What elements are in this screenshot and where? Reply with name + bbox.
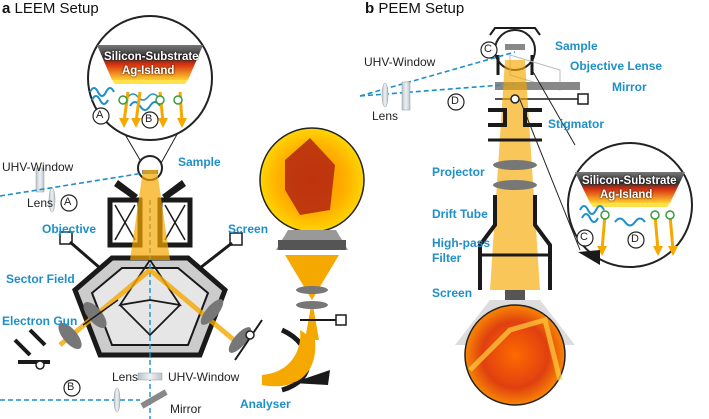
- lens-label: Lens: [27, 196, 54, 210]
- screen-label: Screen: [432, 286, 473, 300]
- uhv-window-icon: [137, 372, 163, 381]
- lens-icon: [381, 82, 389, 108]
- electron-gun-icon: [13, 231, 119, 364]
- leem-inset-circle: [87, 15, 213, 141]
- marker-d-label: D: [631, 233, 639, 245]
- sector-field-icon: [72, 200, 228, 419]
- sample-label: Sample: [178, 155, 221, 169]
- inset-island-label: Ag-Island: [600, 189, 653, 201]
- uhv-window-icon: [401, 81, 411, 111]
- stigmator-label: Stigmator: [548, 117, 605, 131]
- peem-title: PEEM Setup: [378, 0, 465, 17]
- sample-icon: [505, 44, 525, 50]
- uhv-window-label: UHV-Window: [2, 160, 74, 174]
- marker-a-circle: [60, 194, 78, 212]
- gun-source: [35, 360, 45, 370]
- mirror-label: Mirror: [170, 402, 202, 416]
- marker-c-circle: [480, 41, 498, 59]
- marker-a-label: A: [96, 109, 104, 121]
- panel-letter-a: a: [2, 0, 11, 17]
- objective-lense-label: Objective Lense: [570, 59, 663, 73]
- mirror-icon: [495, 82, 580, 90]
- leem-title: LEEM Setup: [14, 0, 99, 17]
- uhv-window-icon: [35, 167, 45, 193]
- inset-substrate-label: Silicon-Substrate: [582, 175, 677, 187]
- peem-column: [455, 60, 575, 406]
- mirror-label: Mirror: [612, 80, 647, 94]
- mirror-icon: [140, 389, 168, 409]
- zoom-connector: [531, 69, 576, 146]
- zoom-connector: [519, 99, 581, 251]
- screen-column: [259, 127, 365, 393]
- electron-gun-label: Electron Gun: [2, 314, 78, 328]
- leem-diagram: [0, 15, 365, 419]
- inset-substrate-label: Silicon-Substrate: [104, 51, 199, 63]
- marker-b-circle: [63, 379, 81, 397]
- lens-icon: [113, 387, 121, 413]
- uhv-window-label: UHV-Window: [168, 370, 240, 384]
- objective-label: Objective: [42, 222, 97, 236]
- sector-field-label: Sector Field: [6, 272, 75, 286]
- marker-b-label: B: [145, 113, 153, 125]
- marker-a-label: A: [64, 196, 72, 208]
- lens-label: Lens: [372, 109, 399, 123]
- inset-island-label: Ag-Island: [122, 65, 175, 77]
- marker-c-label: C: [580, 231, 588, 243]
- analyser-optics: [199, 232, 263, 361]
- filter-label: Filter: [432, 251, 462, 265]
- sample-label: Sample: [555, 39, 598, 53]
- screen-label: Screen: [228, 222, 269, 236]
- projector-label: Projector: [432, 165, 485, 179]
- objective-lense-icon: [496, 55, 534, 75]
- analyser-label: Analyser: [240, 397, 291, 411]
- drift-tube-label: Drift Tube: [432, 207, 488, 221]
- laser-path: [0, 171, 151, 197]
- marker-c-label: C: [484, 43, 492, 55]
- peem-inset-circle: [567, 142, 693, 268]
- uhv-window-label: UHV-Window: [364, 55, 436, 69]
- panel-letter-b: b: [365, 0, 375, 17]
- stigmator-box: [577, 93, 589, 105]
- marker-b-label: B: [67, 381, 75, 393]
- high-pass-label: High-pass: [432, 236, 491, 250]
- peem-diagram: [359, 27, 693, 406]
- electron-beam: [148, 268, 242, 347]
- marker-d-circle: [447, 93, 465, 111]
- objective-top: [489, 27, 541, 36]
- electron-beam: [130, 170, 170, 260]
- lens-label: Lens: [112, 370, 139, 384]
- marker-d-label: D: [451, 95, 459, 107]
